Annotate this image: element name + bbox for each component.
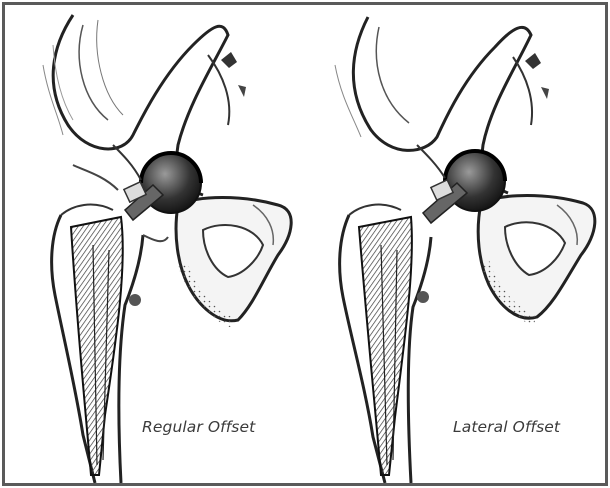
caption-regular-offset: Regular Offset xyxy=(142,418,255,436)
regular-offset-hip-illustration xyxy=(13,5,303,483)
caption-lateral-offset: Lateral Offset xyxy=(453,418,560,436)
lateral-offset-hip-illustration xyxy=(313,5,603,483)
